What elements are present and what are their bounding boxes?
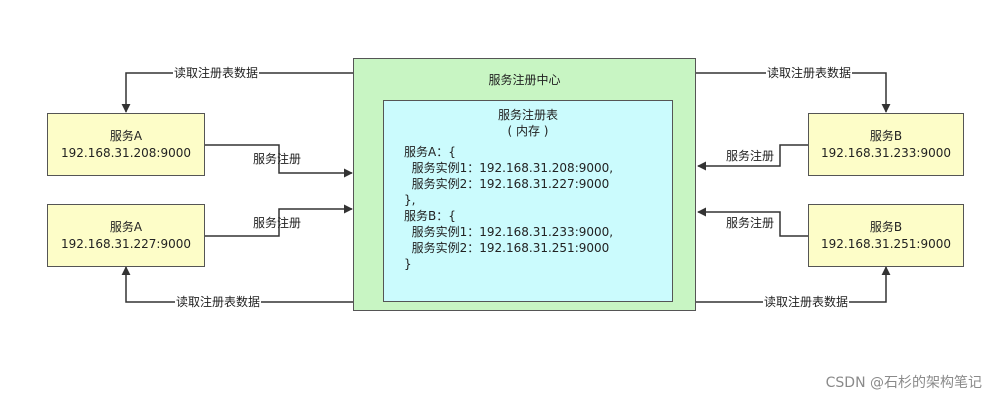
registry-line: 服务实例1：192.168.31.208:9000, xyxy=(404,161,614,175)
register-label-a2: 服务注册 xyxy=(253,216,302,230)
read-registry-label-bottom-right: 读取注册表数据 xyxy=(763,295,850,309)
registry-line: } xyxy=(404,257,412,271)
service-name: 服务A xyxy=(109,219,143,234)
read-arrow-top-right xyxy=(696,72,891,113)
registry-title: 服务注册表 xyxy=(497,108,558,122)
registry-line: }, xyxy=(404,193,416,207)
service-box-b1: 服务B 192.168.31.233:9000 xyxy=(808,113,964,176)
register-arrow-b1 xyxy=(697,144,808,171)
register-arrow-b2 xyxy=(697,207,808,237)
register-arrow-a2 xyxy=(205,204,353,237)
registry-subtitle: ( 内存 ) xyxy=(507,124,549,138)
read-registry-label-bottom-left: 读取注册表数据 xyxy=(175,295,262,309)
register-label-b1: 服务注册 xyxy=(726,149,775,163)
register-arrow-a1 xyxy=(205,144,353,178)
registry-line: 服务实例1：192.168.31.233:9000, xyxy=(404,225,614,239)
service-address: 192.168.31.233:9000 xyxy=(820,145,951,160)
service-box-a1: 服务A 192.168.31.208:9000 xyxy=(47,113,205,176)
service-box-a2: 服务A 192.168.31.227:9000 xyxy=(47,204,205,267)
read-arrow-bottom-right xyxy=(696,266,891,303)
register-label-b2: 服务注册 xyxy=(726,216,775,230)
service-name: 服务A xyxy=(109,128,143,143)
service-name: 服务B xyxy=(869,219,903,234)
service-address: 192.168.31.208:9000 xyxy=(60,145,191,160)
service-address: 192.168.31.227:9000 xyxy=(60,236,191,251)
registry-line: 服务实例2：192.168.31.227:9000 xyxy=(404,177,610,191)
service-registry-table: 服务注册表 ( 内存 ) 服务A：{ 服务实例1：192.168.31.208:… xyxy=(383,100,673,302)
service-name: 服务B xyxy=(869,128,903,143)
center-title: 服务注册中心 xyxy=(488,73,561,87)
service-address: 192.168.31.251:9000 xyxy=(820,236,951,251)
register-label-a1: 服务注册 xyxy=(253,152,302,166)
watermark: CSDN @石杉的架构笔记 xyxy=(825,375,982,391)
read-arrow-top-left xyxy=(121,72,353,113)
registry-line: 服务A：{ xyxy=(404,145,456,159)
registry-line: 服务实例2：192.168.31.251:9000 xyxy=(404,241,610,255)
registry-line: 服务B：{ xyxy=(404,209,456,223)
read-arrow-bottom-left xyxy=(121,266,353,303)
read-registry-label-top-left: 读取注册表数据 xyxy=(173,66,260,80)
read-registry-label-top-right: 读取注册表数据 xyxy=(766,66,853,80)
service-box-b2: 服务B 192.168.31.251:9000 xyxy=(808,204,964,267)
